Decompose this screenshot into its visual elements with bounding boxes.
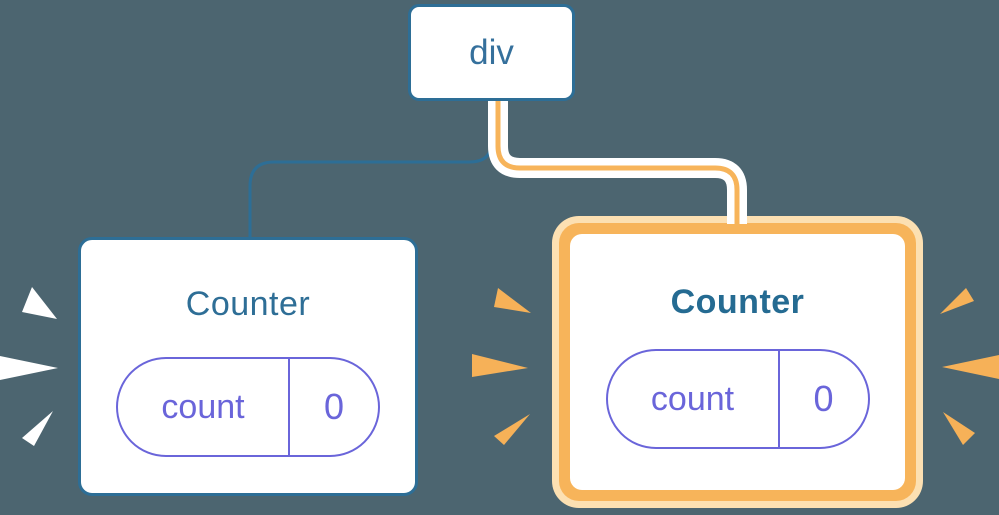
counter-node-right: Counter count 0 [552,216,923,508]
root-node-label: div [469,32,514,72]
burst-marks-right-card [472,288,999,445]
counter-card: Counter count 0 [570,234,905,490]
burst-mark [22,287,57,319]
pill-divider [777,351,780,447]
counter-title: Counter [670,283,805,321]
state-value: 0 [323,386,345,427]
state-value: 0 [813,378,834,419]
state-pill: count 0 [605,349,870,449]
burst-mark [472,354,528,377]
pill-divider [288,359,290,455]
burst-mark [22,411,53,446]
root-node: div [408,4,575,101]
counter-node-left: Counter count 0 [78,237,418,496]
state-key-label: count [161,387,245,426]
counter-title: Counter [185,285,311,323]
state-pill: count 0 [116,357,380,457]
burst-mark [494,288,531,313]
burst-marks-left-card [0,287,58,446]
state-key-label: count [650,379,735,418]
burst-mark [943,412,975,445]
tree-edge-right [495,96,740,234]
burst-mark [494,414,530,445]
burst-mark [940,288,974,314]
burst-mark [0,356,58,380]
highlight-ring: Counter count 0 [559,223,916,501]
edge-orange-stub [734,206,740,234]
burst-mark [942,355,999,379]
